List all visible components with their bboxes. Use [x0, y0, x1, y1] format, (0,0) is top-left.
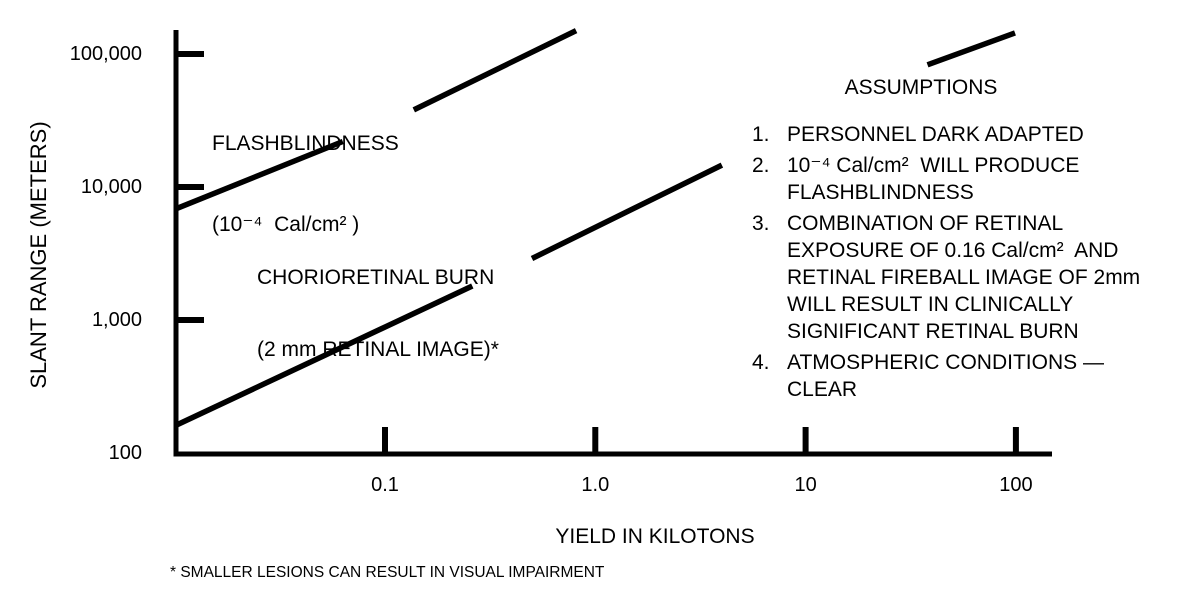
x-tick-label: 1.0	[581, 474, 610, 496]
flashblindness-line	[412, 28, 578, 113]
assumption-number: 2.	[752, 154, 770, 177]
assumption-number: 4.	[752, 351, 770, 374]
assumption-text: CLEAR	[787, 378, 858, 401]
flashblindness-line	[926, 30, 1016, 68]
chorioretinal-burn-line	[173, 283, 474, 429]
y-axis-title: SLANT RANGE (METERS)	[26, 121, 51, 389]
x-tick-label: 0.1	[371, 474, 399, 496]
assumption-text: ATMOSPHERIC CONDITIONS —	[787, 351, 1104, 374]
footnote: * SMALLER LESIONS CAN RESULT IN VISUAL I…	[170, 564, 605, 581]
assumption-number: 1.	[752, 123, 770, 146]
assumptions-title: ASSUMPTIONS	[844, 76, 998, 99]
x-axis-title: YIELD IN KILOTONS	[555, 525, 755, 548]
y-tick-label: 1,000	[91, 309, 142, 331]
chorioretinal-burn-label: CHORIORETINAL BURN (2 mm RETINAL IMAGE)*	[257, 218, 499, 410]
y-tick-label: 10,000	[80, 176, 142, 198]
series-layer	[173, 28, 1016, 429]
assumption-item-2: 2. 10⁻⁴ Cal/cm² WILL PRODUCE FLASHBLINDN…	[752, 152, 1140, 206]
x-tick-label: 10	[794, 474, 817, 496]
assumption-text: SIGNIFICANT RETINAL BURN	[787, 320, 1079, 343]
chorioretinal-burn-line	[530, 162, 724, 261]
assumption-item-1: 1. PERSONNEL DARK ADAPTED	[752, 121, 1140, 148]
chorioretinal-burn-label-name: CHORIORETINAL BURN	[257, 266, 495, 289]
flashblindness-label-threshold: (10⁻⁴ Cal/cm² )	[212, 213, 360, 236]
flashblindness-label: FLASHBLINDNESS (10⁻⁴ Cal/cm² )	[212, 76, 399, 292]
assumption-text: FLASHBLINDNESS	[787, 181, 974, 204]
y-tick-label: 100	[108, 442, 142, 464]
assumption-text: COMBINATION OF RETINAL	[787, 212, 1064, 235]
assumption-item-4: 4. ATMOSPHERIC CONDITIONS — CLEAR	[752, 349, 1140, 403]
y-tick-label: 100,000	[69, 43, 142, 65]
flashblindness-line	[173, 138, 344, 212]
flashblindness-label-name: FLASHBLINDNESS	[212, 132, 399, 155]
assumptions-list: 1. PERSONNEL DARK ADAPTED 2. 10⁻⁴ Cal/cm…	[752, 121, 1140, 403]
assumption-text: 10⁻⁴ Cal/cm² WILL PRODUCE	[787, 154, 1080, 177]
assumption-item-3: 3. COMBINATION OF RETINAL EXPOSURE OF 0.…	[752, 210, 1140, 345]
tick-layer	[176, 51, 1019, 454]
assumption-text: EXPOSURE OF 0.16 Cal/cm² AND	[787, 239, 1119, 262]
chorioretinal-burn-label-threshold: (2 mm RETINAL IMAGE)*	[257, 338, 499, 361]
assumption-text: RETINAL FIREBALL IMAGE OF 2mm	[787, 266, 1141, 289]
x-tick-label: 100	[999, 474, 1033, 496]
assumption-text: WILL RESULT IN CLINICALLY	[787, 293, 1074, 316]
assumption-text: PERSONNEL DARK ADAPTED	[787, 123, 1084, 146]
assumption-number: 3.	[752, 212, 770, 235]
